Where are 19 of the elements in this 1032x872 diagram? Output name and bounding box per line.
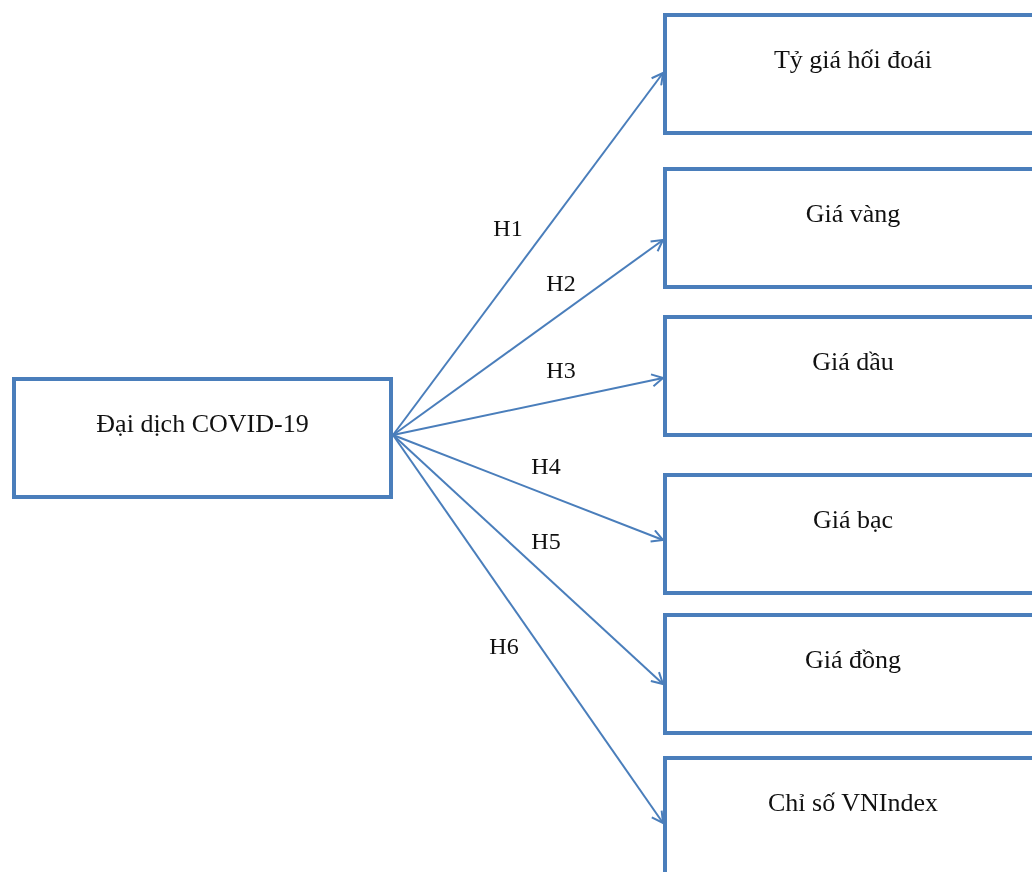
box-label: Giá dầu xyxy=(812,347,894,377)
process-box xyxy=(663,167,1032,289)
process-box xyxy=(663,315,1032,437)
arrow xyxy=(392,434,664,543)
process-box xyxy=(663,756,1032,872)
box-label: Tỷ giá hối đoái xyxy=(773,45,933,75)
box-label: Đại dịch COVID-19 xyxy=(96,409,309,439)
box-label: Chỉ số VNIndex xyxy=(768,788,938,818)
box-label: Giá đồng xyxy=(804,645,901,675)
process-box xyxy=(663,473,1032,595)
process-box xyxy=(663,613,1032,735)
arrow xyxy=(392,239,664,436)
process-box xyxy=(663,13,1032,135)
arrow xyxy=(392,373,664,436)
box-label: Giá bạc xyxy=(812,505,894,535)
arrow xyxy=(392,72,664,436)
box-label: Giá vàng xyxy=(805,199,901,229)
process-box xyxy=(12,377,393,499)
arrow xyxy=(392,434,664,685)
